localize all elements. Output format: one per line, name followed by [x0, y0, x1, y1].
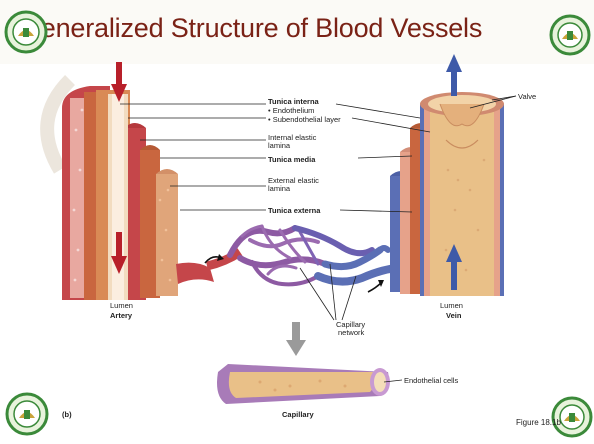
label-external-elastic-lamina: lamina	[268, 184, 290, 193]
label-endothelial-cells: Endothelial cells	[404, 376, 458, 385]
label-tunica-interna: Tunica interna	[268, 97, 319, 106]
label-subendothelial-layer: • Subendothelial layer	[268, 115, 341, 124]
label-vein: Vein	[446, 311, 461, 320]
panel-letter: (b)	[62, 410, 72, 419]
artery	[62, 62, 178, 300]
label-lumen-artery: Lumen	[110, 301, 133, 310]
label-tunica-externa: Tunica externa	[268, 206, 320, 215]
label-lumen-vein: Lumen	[440, 301, 463, 310]
label-capillary-network-2: network	[338, 328, 364, 337]
label-artery: Artery	[110, 311, 132, 320]
figure-reference: Figure 18.1b	[516, 418, 561, 427]
flow-arrow-icon	[446, 54, 462, 72]
capillary	[217, 364, 390, 404]
label-capillary: Capillary	[282, 410, 314, 419]
vein	[390, 54, 504, 296]
label-endothelium: • Endothelium	[268, 106, 314, 115]
label-tunica-media: Tunica media	[268, 155, 315, 164]
label-internal-elastic-lamina: lamina	[268, 141, 290, 150]
capillary-network	[230, 226, 396, 284]
label-valve: Valve	[518, 92, 536, 101]
